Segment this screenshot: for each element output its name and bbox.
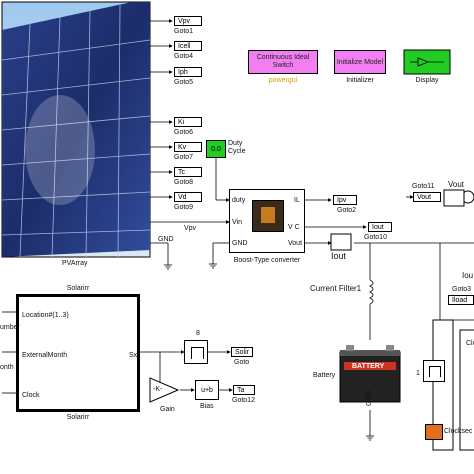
current-filter-label: Current Filter1 — [310, 284, 362, 293]
tag-iout[interactable]: Iout — [368, 222, 392, 232]
goto-11-label: Goto11 — [412, 183, 435, 190]
goto-4-label: Goto4 — [174, 53, 194, 60]
switch-one-label: 1 — [416, 370, 420, 377]
tag-ipv[interactable]: Ipv — [333, 195, 357, 205]
port-vc: V C — [288, 224, 300, 231]
iou-label: Iou — [462, 271, 474, 280]
port-gnd: GND — [232, 240, 248, 247]
goto-7-label: Goto7 — [174, 154, 194, 161]
goto-caption: Goto — [234, 359, 250, 366]
tag-tc[interactable]: Tc — [174, 167, 202, 177]
initializer-caption: Initializer — [346, 77, 374, 84]
initialize-model-block[interactable]: Initialize Model — [334, 50, 386, 74]
goto-6-label: Goto6 — [174, 129, 194, 136]
display-icon — [403, 49, 451, 75]
goto-5-label: Goto5 — [174, 79, 194, 86]
clock-block-partial[interactable] — [459, 329, 474, 451]
port-il: IL — [294, 197, 300, 204]
tag-vd[interactable]: Vd — [174, 192, 202, 202]
goto-2-label: Goto2 — [337, 207, 357, 214]
tag-ta[interactable]: Ta — [233, 385, 255, 395]
clock-right-label: Clock — [466, 340, 474, 347]
iout-sensor[interactable] — [330, 233, 352, 251]
goto-8-label: Goto8 — [174, 179, 194, 186]
pv-array-name: PVArray — [62, 260, 88, 267]
vout-label: Vout — [448, 180, 465, 189]
pv-gnd-label: GND — [158, 236, 174, 243]
converter-board-icon — [252, 200, 284, 232]
solar-name-bottom: Solarirr — [66, 414, 90, 421]
solar-name-top: Solarirr — [66, 285, 90, 292]
clocksec-label: Clocksec — [444, 428, 473, 435]
gain-caption: Gain — [160, 406, 175, 413]
battery-icon[interactable] — [339, 345, 401, 403]
bias-caption: Bias — [200, 403, 214, 410]
iout-sensor-label: Iout — [331, 251, 347, 261]
battery-text: BATTERY — [352, 363, 385, 370]
solar-irradiance-block[interactable]: Location#(1..3) ExternalMonth Clock Sx — [16, 294, 140, 412]
continuous-ideal-switch-block[interactable]: Continuous Ideal Switch — [248, 50, 318, 74]
tag-iph[interactable]: Iph — [174, 67, 202, 77]
solar-input-clock: Clock — [22, 392, 40, 399]
battery-gnd-label: GND — [366, 390, 373, 406]
tag-solir[interactable]: Solir — [231, 347, 253, 357]
tag-vpv[interactable]: Vpv — [174, 16, 202, 26]
goto-12-label: Goto12 — [232, 397, 255, 404]
vpv-wire-label: Vpv — [184, 225, 197, 232]
tag-icell[interactable]: Icell — [174, 41, 202, 51]
goto-3-label: Goto3 — [452, 286, 472, 293]
scope-display-block[interactable] — [184, 340, 208, 364]
bias-block[interactable]: u+b — [195, 380, 219, 400]
solar-input-month: ExternalMonth — [22, 352, 68, 359]
duty-cycle-label: Duty Cycle — [228, 140, 246, 155]
tag-ki[interactable]: Ki — [174, 117, 202, 127]
duty-cycle-constant[interactable]: 0.0 — [206, 140, 226, 158]
battery-label: Battery — [313, 372, 336, 379]
clock-source-block[interactable] — [425, 424, 443, 440]
goto-1-label: Goto1 — [174, 28, 194, 35]
left-label-number: umber — [0, 324, 20, 331]
vout-sensor[interactable] — [443, 189, 465, 207]
port-vout: Vout — [288, 240, 303, 247]
solar-input-location: Location#(1..3) — [22, 312, 69, 319]
pv-array-image[interactable] — [1, 1, 151, 258]
left-label-month: onth — [0, 364, 14, 371]
gain-value: -K- — [153, 386, 163, 393]
gain-block[interactable] — [149, 377, 180, 403]
boost-converter-block[interactable]: duty Vin GND IL V C Vout — [229, 189, 305, 253]
solar-output-sx: Sx — [129, 352, 138, 359]
tag-vout[interactable]: Vout — [413, 192, 441, 202]
switch-block-partial[interactable] — [432, 319, 454, 451]
goto-9-label: Goto9 — [174, 204, 194, 211]
display-caption: Display — [415, 77, 439, 84]
goto-10-label: Goto10 — [364, 234, 387, 241]
scope-switch-block[interactable] — [423, 360, 445, 382]
port-duty: duty — [232, 197, 246, 204]
constant-eight-label: 8 — [196, 330, 200, 337]
powergui-caption: powergui — [268, 77, 298, 84]
port-vin: Vin — [232, 219, 242, 226]
tag-kv[interactable]: Kv — [174, 142, 202, 152]
tag-iload[interactable]: Iload — [448, 295, 474, 305]
boost-converter-name: Boost-Type converter — [233, 257, 301, 264]
